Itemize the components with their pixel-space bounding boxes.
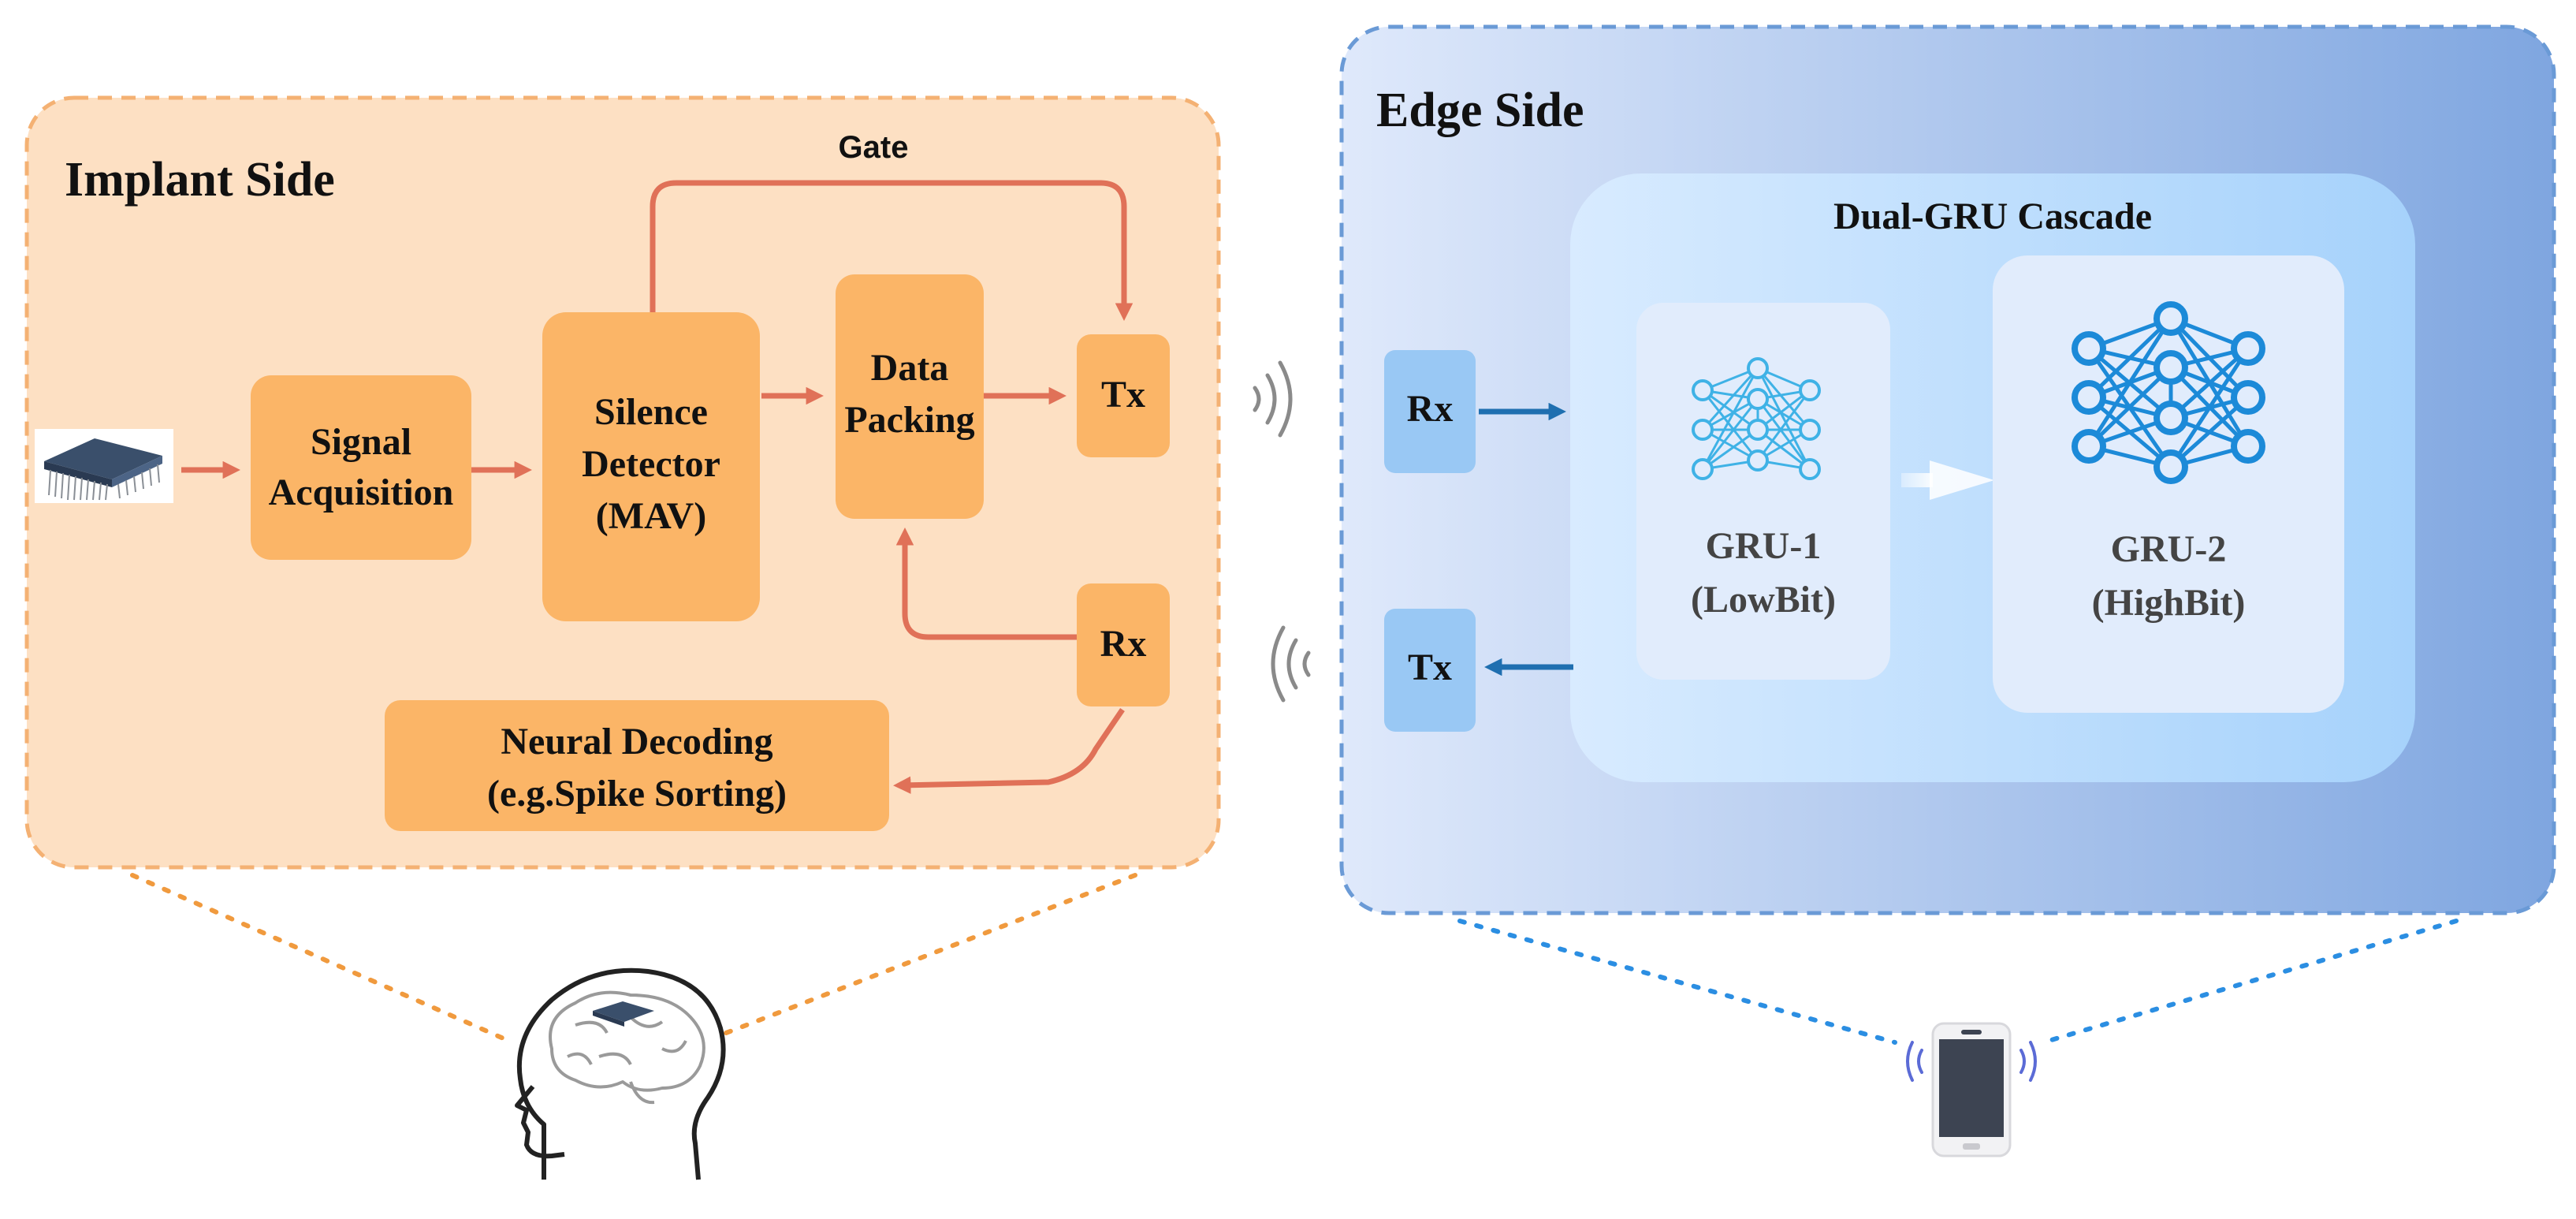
implant-arrows bbox=[181, 180, 1134, 794]
silence-detector-line1: Silence bbox=[594, 391, 708, 433]
edge-side-title: Edge Side bbox=[1376, 84, 1584, 137]
edge-rx-label: Rx bbox=[1407, 388, 1454, 430]
gru2-block: GRU-2 (HighBit) bbox=[1993, 255, 2344, 713]
neural-network-icon bbox=[1692, 357, 1821, 480]
signal-acquisition-line2: Acquisition bbox=[269, 472, 454, 513]
gru1-to-gru2-arrow bbox=[1901, 460, 1994, 500]
wireless-waves-icon bbox=[1271, 625, 1311, 703]
data-packing-block: Data Packing bbox=[836, 274, 984, 519]
silence-detector-block: Silence Detector (MAV) bbox=[542, 312, 760, 621]
head-icon bbox=[515, 967, 726, 1180]
cascade-title: Dual-GRU Cascade bbox=[1833, 196, 2152, 237]
implant-zoom-lines bbox=[130, 873, 1137, 1045]
neural-network-icon bbox=[2072, 301, 2265, 484]
neural-decoding-block: Neural Decoding (e.g.Spike Sorting) bbox=[385, 700, 889, 831]
implant-rx-block: Rx bbox=[1077, 583, 1170, 706]
implant-tx-block: Tx bbox=[1077, 334, 1170, 457]
rx-to-packing-arrow bbox=[895, 527, 1077, 640]
data-packing-line2: Packing bbox=[844, 399, 974, 441]
edge-zoom-lines bbox=[1457, 919, 2459, 1045]
gru2-line1: GRU-2 bbox=[2111, 528, 2227, 570]
rx-to-decoding-arrow bbox=[893, 708, 1125, 794]
signal-acquisition-line1: Signal bbox=[311, 421, 411, 463]
neural-decoding-line2: (e.g.Spike Sorting) bbox=[487, 773, 787, 815]
phone-icon bbox=[1906, 1022, 2037, 1157]
chip-icon bbox=[35, 429, 173, 503]
gru2-line2: (HighBit) bbox=[2092, 582, 2246, 624]
gate-label: Gate bbox=[839, 130, 909, 165]
signal-acquisition-block: Signal Acquisition bbox=[251, 375, 471, 560]
silence-detector-line2: Detector bbox=[582, 443, 720, 485]
implant-tx-label: Tx bbox=[1101, 374, 1145, 416]
implant-rx-label: Rx bbox=[1100, 623, 1147, 665]
edge-tx-label: Tx bbox=[1408, 647, 1452, 688]
wireless-waves-icon bbox=[1253, 360, 1293, 438]
data-packing-line1: Data bbox=[871, 347, 949, 389]
gru1-line2: (LowBit) bbox=[1691, 579, 1836, 621]
neural-decoding-line1: Neural Decoding bbox=[501, 721, 772, 762]
edge-arrows bbox=[1479, 402, 1573, 677]
implant-side-title: Implant Side bbox=[65, 153, 335, 207]
edge-tx-block: Tx bbox=[1384, 609, 1476, 732]
edge-rx-block: Rx bbox=[1384, 350, 1476, 473]
silence-detector-line3: (MAV) bbox=[596, 495, 706, 537]
gate-arrow bbox=[650, 180, 1134, 321]
gru1-line1: GRU-1 bbox=[1706, 525, 1822, 567]
